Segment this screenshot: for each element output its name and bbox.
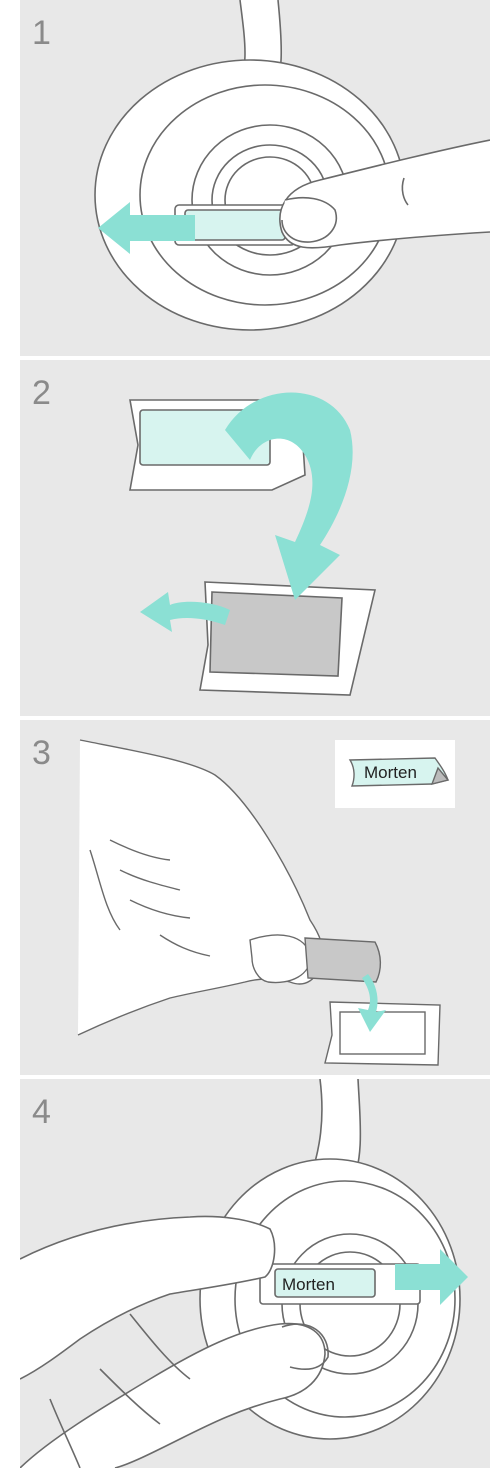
hand	[78, 740, 323, 1035]
label-text: Morten	[282, 1275, 335, 1294]
step-1-panel: 1	[20, 0, 490, 356]
step-1-illustration	[20, 0, 490, 356]
step-4-illustration: Morten	[20, 1079, 490, 1468]
step-4-panel: 4 Morten	[20, 1079, 490, 1468]
label-cover	[185, 210, 285, 240]
step-3-panel: 3 Morten	[20, 720, 490, 1075]
step-2-illustration	[20, 360, 490, 716]
flip-arrow-icon	[225, 393, 353, 601]
step-3-illustration: Morten	[20, 720, 490, 1075]
step-2-panel: 2	[20, 360, 490, 716]
sticker-text: Morten	[364, 763, 417, 782]
